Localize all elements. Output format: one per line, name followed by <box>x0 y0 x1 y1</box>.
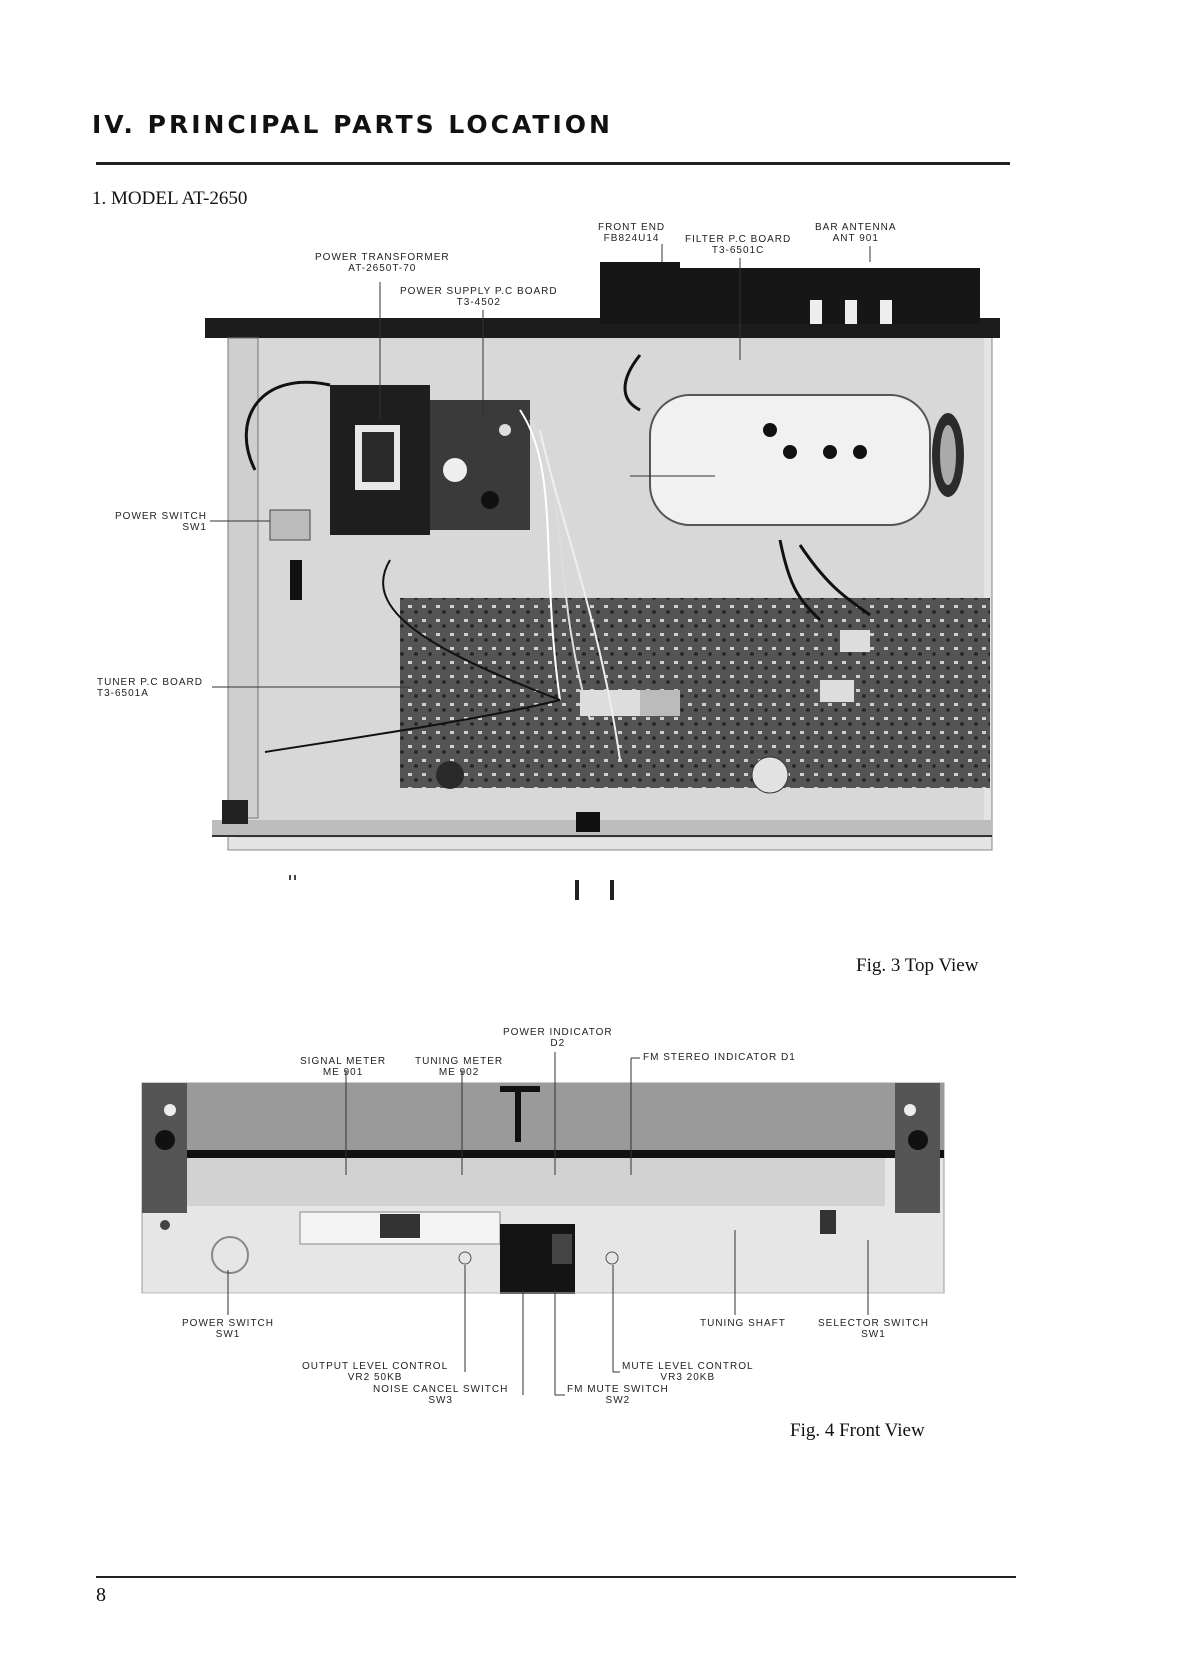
label-tuner-board: TUNER P.C BOARD T3-6501A <box>97 677 203 699</box>
footer-rule <box>96 1576 1016 1578</box>
label-signal-meter: SIGNAL METER ME 901 <box>300 1056 387 1078</box>
fig4-caption: Fig. 4 Front View <box>790 1420 925 1441</box>
title-rule <box>96 162 1010 165</box>
label-filter-board: FILTER P.C BOARD T3-6501C <box>685 234 792 256</box>
top-view-photo <box>205 244 1000 900</box>
label-power-supply-board: POWER SUPPLY P.C BOARD T3-4502 <box>400 286 558 308</box>
label-tuning-shaft: TUNING SHAFT <box>700 1318 786 1329</box>
label-power-indicator: POWER INDICATOR D2 <box>503 1027 613 1049</box>
label-output-level-control: OUTPUT LEVEL CONTROL VR2 50KB <box>302 1361 449 1383</box>
label-front-end: FRONT END FB824U14 <box>598 222 666 244</box>
page-number: 8 <box>96 1584 106 1606</box>
fig3-caption: Fig. 3 Top View <box>856 955 979 976</box>
label-fm-mute-switch: FM MUTE SWITCH SW2 <box>567 1384 669 1406</box>
label-noise-cancel-switch: NOISE CANCEL SWITCH SW3 <box>373 1384 509 1406</box>
label-fm-stereo-indicator: FM STEREO INDICATOR D1 <box>643 1052 796 1063</box>
label-selector-switch: SELECTOR SWITCH SW1 <box>818 1318 929 1340</box>
label-bar-antenna: BAR ANTENNA ANT 901 <box>815 222 897 244</box>
section-heading: 1. MODEL AT-2650 <box>92 188 248 209</box>
label-power-switch-top: POWER SWITCH SW1 <box>115 511 207 533</box>
page-title: IV. PRINCIPAL PARTS LOCATION <box>92 110 613 139</box>
label-power-switch-front: POWER SWITCH SW1 <box>182 1318 274 1340</box>
label-power-transformer: POWER TRANSFORMER AT-2650T-70 <box>315 252 450 274</box>
label-tuning-meter: TUNING METER ME 902 <box>415 1056 504 1078</box>
label-mute-level-control: MUTE LEVEL CONTROL VR3 20KB <box>622 1361 754 1383</box>
